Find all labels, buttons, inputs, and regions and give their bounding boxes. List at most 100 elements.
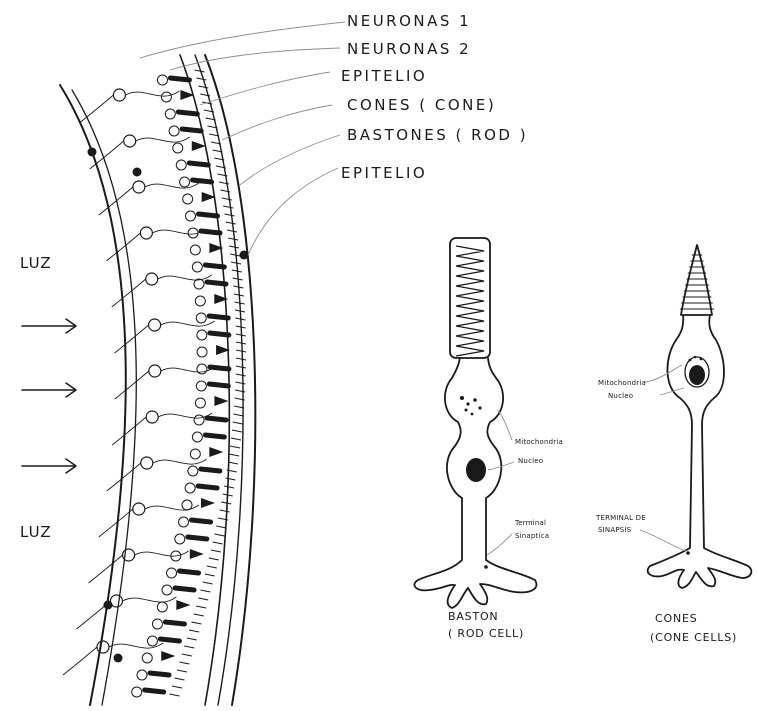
leader-lines <box>140 22 345 255</box>
cone-receptor <box>214 396 228 406</box>
epithelium-cell <box>191 622 201 624</box>
label-epitelio: EPITELIO <box>341 67 427 85</box>
rod-receptor <box>199 214 218 216</box>
receptor-soma <box>192 262 202 272</box>
rod-label-terminal: Terminal <box>514 519 546 527</box>
receptor-soma <box>132 687 142 697</box>
ganglion-cell <box>133 168 142 177</box>
cone-label-sinapsis: SINAPSIS <box>598 526 632 534</box>
rod-receptor <box>201 231 220 233</box>
receptor-soma <box>182 500 192 510</box>
cone-label-nucleo: Nucleo <box>608 392 633 400</box>
epithelium-cell <box>203 582 213 584</box>
epithelium-cell <box>177 670 187 672</box>
neuron-dendrite <box>106 229 206 261</box>
epithelium-cell <box>236 358 246 360</box>
neuron-body <box>133 503 145 515</box>
epithelium-cell <box>179 662 189 664</box>
receptor-soma <box>137 670 147 680</box>
light-arrows <box>22 319 76 473</box>
epithelium-cell <box>236 342 246 344</box>
rod-label-sinaptica: Sinaptica <box>515 532 549 540</box>
receptor-soma <box>179 517 189 527</box>
light-label: LUZ <box>20 254 52 272</box>
rod-discs-zigzag <box>456 246 484 356</box>
rod-receptor <box>210 333 229 335</box>
neuron-body <box>146 273 158 285</box>
receptor-soma <box>197 330 207 340</box>
epithelium-cell <box>222 198 232 200</box>
receptor-soma <box>169 126 179 136</box>
ganglion-cell <box>240 251 249 260</box>
epithelium-cell <box>224 486 234 488</box>
retina-labels: NEURONAS 1 NEURONAS 2 EPITELIO CONES ( C… <box>341 12 528 182</box>
epithelium-cell <box>220 190 230 192</box>
rod-receptor <box>150 673 169 675</box>
receptor-soma <box>183 194 193 204</box>
neuron-dendrite <box>112 413 212 445</box>
receptor-soma <box>142 653 152 663</box>
epithelium-cell <box>169 694 179 696</box>
epithelium-cell <box>235 382 245 384</box>
epithelium-cell <box>221 502 231 504</box>
epithelium-cell <box>216 526 226 528</box>
epithelium-cell <box>236 374 246 376</box>
epithelium-cell <box>189 630 199 632</box>
rod-outer-segment-discs <box>456 246 484 356</box>
light-arrow <box>22 383 76 397</box>
neuron-dendrite <box>79 91 179 123</box>
rod-caption: BASTON <box>448 610 498 623</box>
rod-receptor <box>209 316 228 318</box>
receptor-soma <box>157 75 167 85</box>
epithelium-cell <box>231 262 241 264</box>
neuron-body <box>141 457 153 469</box>
epithelium-cell <box>209 558 219 560</box>
photoreceptor-layer <box>132 75 230 697</box>
epithelium-cell <box>174 678 184 680</box>
epithelium-cell <box>198 598 208 600</box>
receptor-soma <box>185 483 195 493</box>
receptor-soma <box>188 228 198 238</box>
neuron-dendrite <box>112 275 212 307</box>
rod-receptor <box>205 435 224 437</box>
epithelium-cell <box>220 510 230 512</box>
rod-receptor <box>193 180 212 182</box>
cone-receptor <box>201 498 215 508</box>
rod-label-nucleo: Nucleo <box>518 457 543 465</box>
rod-receptor <box>189 163 208 165</box>
receptor-soma <box>196 381 206 391</box>
neuron-body <box>97 641 109 653</box>
epithelium-cell <box>225 214 235 216</box>
epithelium-cell <box>211 550 221 552</box>
cone-receptor <box>161 651 175 661</box>
epithelium-cell <box>223 206 233 208</box>
ganglion-cell <box>104 601 113 610</box>
epithelium-cell <box>172 686 182 688</box>
epithelium-cell <box>195 70 205 72</box>
neuron-body <box>149 365 161 377</box>
receptor-soma <box>195 398 205 408</box>
receptor-soma <box>175 534 185 544</box>
cone-label-terminal: TERMINAL DE <box>595 514 646 522</box>
epithelium-cell <box>205 574 215 576</box>
epithelium-cell <box>229 454 239 456</box>
epithelium-cell <box>236 350 246 352</box>
rod-receptor <box>160 639 179 641</box>
receptor-soma <box>190 449 200 459</box>
neuron-dendrite <box>76 597 176 629</box>
neuron-dendrite <box>99 505 199 537</box>
epithelium-cell <box>231 438 241 440</box>
rod-label-mitochondria: Mitochondria <box>515 438 563 446</box>
rod-receptor <box>175 588 194 590</box>
epithelium-cell <box>213 542 223 544</box>
receptor-soma <box>147 636 157 646</box>
receptor-soma <box>195 296 205 306</box>
rod-receptor <box>180 571 199 573</box>
rod-receptor <box>165 622 184 624</box>
ganglion-cell <box>114 654 123 663</box>
receptor-soma <box>165 109 175 119</box>
receptor-soma <box>180 177 190 187</box>
neuron-body <box>113 89 125 101</box>
rod-receptor <box>170 78 189 80</box>
receptor-soma <box>167 568 177 578</box>
